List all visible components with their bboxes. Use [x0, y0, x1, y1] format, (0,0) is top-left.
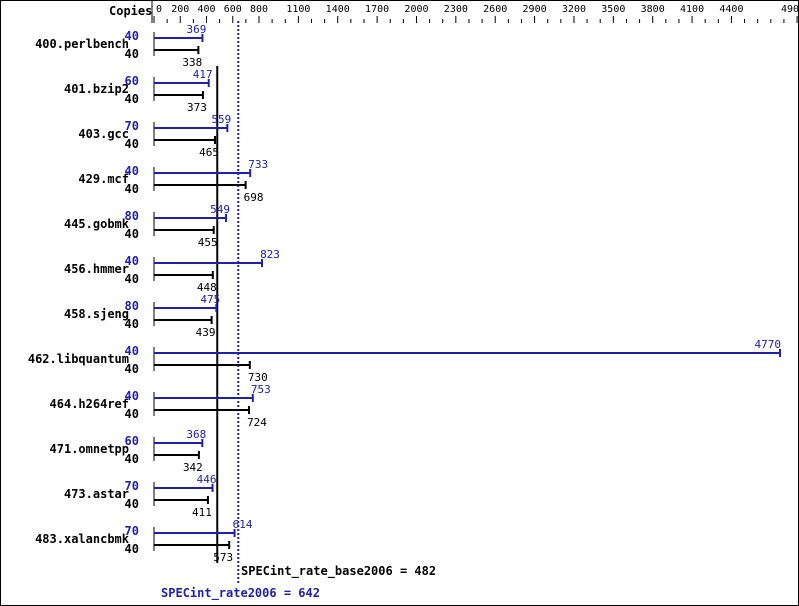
tick-label: 200	[171, 4, 189, 15]
benchmark-name: 462.libquantum	[28, 352, 129, 366]
peak-overall-label: SPECint_rate2006 = 642	[161, 586, 320, 601]
peak-copies: 60	[125, 434, 139, 448]
base-copies: 40	[125, 47, 139, 61]
tick-label: 2000	[404, 4, 428, 15]
peak-value: 614	[233, 518, 253, 531]
benchmark-name: 471.omnetpp	[50, 442, 129, 456]
base-value: 439	[196, 326, 216, 339]
tick-label: 2300	[444, 4, 468, 15]
base-value: 455	[198, 236, 218, 249]
base-value: 465	[199, 146, 219, 159]
tick-label: 2900	[523, 4, 547, 15]
tick-label: 1400	[326, 4, 350, 15]
tick-label: 400	[197, 4, 215, 15]
base-value: 373	[187, 101, 207, 114]
peak-copies: 80	[125, 209, 139, 223]
base-copies: 40	[125, 227, 139, 241]
peak-value: 417	[193, 68, 213, 81]
benchmark-name: 401.bzip2	[64, 82, 129, 96]
base-value: 342	[183, 461, 203, 474]
peak-copies: 70	[125, 479, 139, 493]
peak-value: 549	[210, 203, 230, 216]
peak-value: 559	[211, 113, 231, 126]
base-value: 698	[244, 191, 264, 204]
base-copies: 40	[125, 317, 139, 331]
tick-label: 2600	[483, 4, 507, 15]
peak-copies: 40	[125, 29, 139, 43]
base-copies: 40	[125, 182, 139, 196]
base-copies: 40	[125, 362, 139, 376]
tick-label: 600	[224, 4, 242, 15]
tick-label: 0	[156, 4, 162, 15]
peak-value: 4770	[755, 338, 782, 351]
base-value: 448	[197, 281, 217, 294]
benchmark-name: 429.mcf	[78, 172, 129, 186]
peak-copies: 70	[125, 524, 139, 538]
base-copies: 40	[125, 407, 139, 421]
peak-value: 823	[260, 248, 280, 261]
peak-copies: 40	[125, 254, 139, 268]
peak-value: 475	[200, 293, 220, 306]
base-copies: 40	[125, 272, 139, 286]
tick-label: 4900	[781, 4, 798, 15]
base-value: 573	[213, 551, 233, 564]
benchmark-name: 456.hmmer	[64, 262, 129, 276]
base-copies: 40	[125, 452, 139, 466]
tick-label: 800	[250, 4, 268, 15]
peak-copies: 40	[125, 389, 139, 403]
base-value: 411	[192, 506, 212, 519]
peak-value: 368	[186, 428, 206, 441]
benchmark-name: 473.astar	[64, 487, 129, 501]
peak-copies: 40	[125, 344, 139, 358]
peak-value: 733	[248, 158, 268, 171]
tick-label: 1700	[365, 4, 389, 15]
benchmark-name: 464.h264ref	[50, 397, 129, 411]
peak-copies: 70	[125, 119, 139, 133]
tick-label: 4100	[680, 4, 704, 15]
tick-label: 1100	[286, 4, 310, 15]
base-value: 338	[182, 56, 202, 69]
base-value: 730	[248, 371, 268, 384]
peak-copies: 80	[125, 299, 139, 313]
base-copies: 40	[125, 497, 139, 511]
tick-label: 3800	[641, 4, 665, 15]
benchmark-name: 483.xalancbmk	[35, 532, 130, 546]
base-overall-label: SPECint_rate_base2006 = 482	[241, 564, 436, 579]
base-value: 724	[247, 416, 267, 429]
tick-label: 3500	[601, 4, 625, 15]
base-copies: 40	[125, 92, 139, 106]
benchmark-name: 458.sjeng	[64, 307, 129, 321]
peak-value: 446	[197, 473, 217, 486]
base-copies: 40	[125, 137, 139, 151]
peak-value: 369	[186, 23, 206, 36]
peak-value: 753	[251, 383, 271, 396]
tick-label: 4400	[719, 4, 743, 15]
benchmark-name: 445.gobmk	[64, 217, 130, 231]
copies-header: Copies	[109, 4, 152, 18]
base-copies: 40	[125, 542, 139, 556]
peak-copies: 40	[125, 164, 139, 178]
tick-label: 3200	[562, 4, 586, 15]
peak-copies: 60	[125, 74, 139, 88]
benchmark-name: 400.perlbench	[35, 37, 129, 51]
benchmark-name: 403.gcc	[78, 127, 129, 141]
